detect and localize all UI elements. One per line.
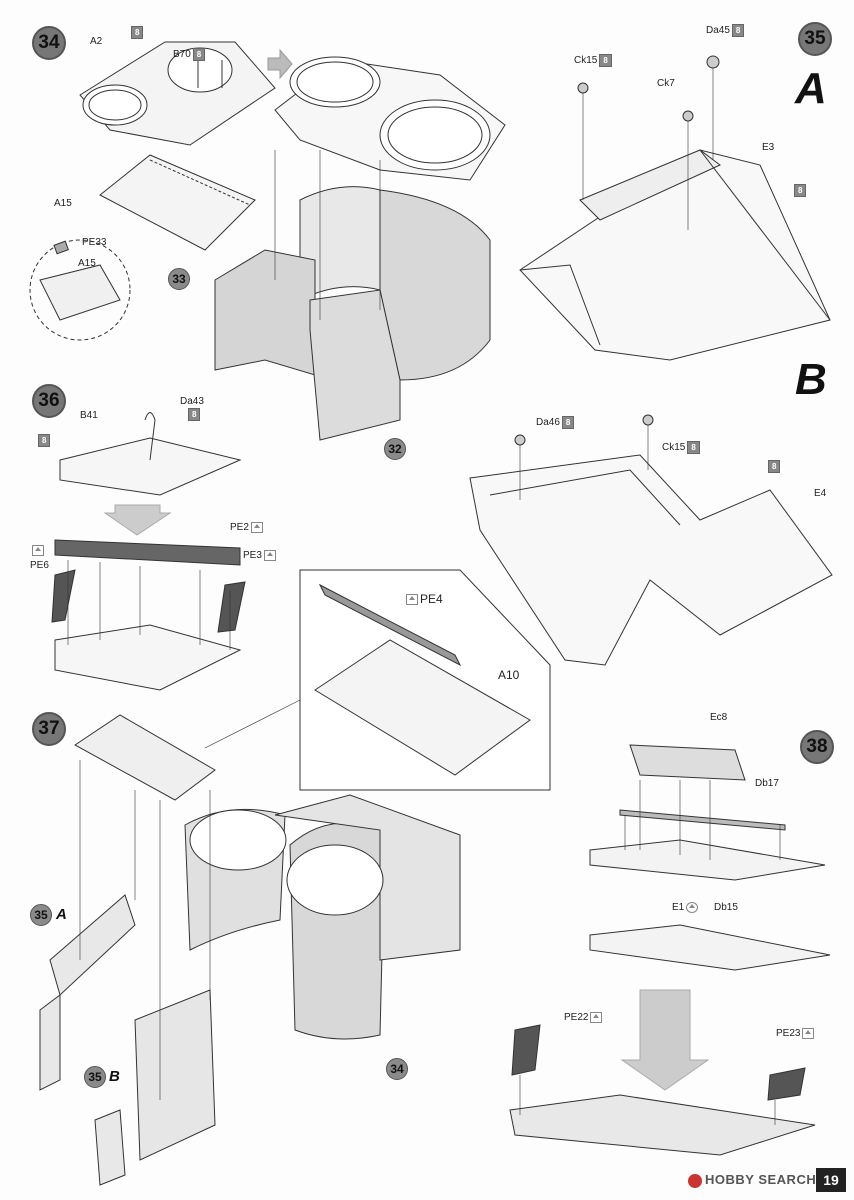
part-a2-plate (79, 41, 276, 146)
assembly-arrow-icon (267, 48, 293, 80)
label-e4: E4 (814, 488, 827, 499)
part-pe3 (217, 581, 246, 633)
ref-step-33: 33 (168, 268, 190, 290)
paint-chip-a2: 8 (129, 26, 144, 39)
photo-etch-icon (263, 550, 276, 561)
part-pe6 (51, 569, 76, 623)
label-da43: Da43 (180, 396, 204, 407)
photo-etch-icon (406, 594, 418, 606)
part-e3-plate (519, 149, 831, 361)
section-b-label: B (795, 355, 827, 404)
page-number: 19 (816, 1168, 846, 1192)
label-pe2: PE2 (230, 522, 263, 533)
label-a10: A10 (498, 668, 520, 682)
label-pe23: PE23 (776, 1028, 815, 1039)
paint-chip-icon: 8 (192, 48, 206, 61)
label-db17: Db17 (755, 778, 779, 789)
label-pe4: PE4 (406, 592, 443, 606)
assembled-plate-36 (54, 624, 242, 691)
paint-chip-icon: 8 (561, 416, 575, 429)
paint-chip-icon: 8 (131, 26, 144, 39)
flip-icon (686, 902, 699, 913)
photo-etch-icon (802, 1028, 815, 1039)
step-number-37: 37 (32, 712, 66, 746)
paint-chip-da43: 8 (186, 408, 201, 421)
part-a10 (314, 639, 531, 776)
part-db15 (589, 924, 831, 971)
label-pe3: PE3 (243, 550, 276, 561)
photo-etch-icon (250, 522, 263, 533)
paint-chip-icon: 8 (731, 24, 745, 37)
paint-chip-b41: 8 (36, 434, 51, 447)
paint-chip-icon: 8 (768, 460, 781, 473)
hobby-search-logo-icon (688, 1173, 702, 1188)
paint-chip-icon: 8 (38, 434, 51, 447)
step38-assembly (509, 744, 831, 1156)
step-number-34: 34 (32, 26, 66, 60)
step-number-36: 36 (32, 384, 66, 418)
label-db15: Db15 (714, 902, 738, 913)
ref-step-34: 34 (386, 1058, 408, 1080)
assembly-arrow-icon (103, 504, 172, 536)
part-e4-plate (469, 454, 833, 666)
ref-step-35b: 35 (84, 1066, 106, 1088)
label-b41: B41 (80, 410, 98, 421)
paint-chip-icon: 8 (794, 184, 807, 197)
part-b41-plate (59, 412, 242, 496)
label-ck7: Ck7 (657, 78, 675, 89)
part-db17 (619, 809, 786, 831)
part-a15-plate (99, 154, 256, 251)
label-e1: E1 (672, 902, 699, 913)
watermark: HOBBY SEARCH (688, 1172, 816, 1188)
paint-chip-e3: 8 (792, 184, 807, 197)
photo-etch-icon (590, 1012, 603, 1023)
paint-chip-e4: 8 (766, 460, 781, 473)
label-a2: A2 (90, 36, 103, 47)
label-ec8: Ec8 (710, 712, 728, 723)
ref-step-32: 32 (384, 438, 406, 460)
turret-walls (214, 186, 491, 441)
part-e1 (589, 839, 826, 881)
part-pe4 (318, 583, 462, 667)
step-number-38: 38 (800, 730, 834, 764)
part-pe22 (511, 1024, 541, 1076)
assembly-arrow-icon (620, 989, 710, 1091)
ref-step-35a: 35 (30, 904, 52, 926)
label-pe33: PE33 (82, 237, 107, 248)
paint-chip-icon: 8 (188, 408, 201, 421)
sub-b-label: B (109, 1068, 120, 1085)
photo-etch-icon (32, 545, 44, 556)
part-pe2-strip (54, 539, 241, 566)
label-e3: E3 (762, 142, 775, 153)
photo-etch-pe6-icon (32, 545, 46, 556)
paint-chip-icon: 8 (599, 54, 612, 67)
part-pe23 (767, 1067, 806, 1101)
turret-shell-upper (274, 56, 506, 181)
label-a15: A15 (54, 198, 72, 209)
sub-a-label: A (56, 906, 67, 923)
hull-deck (509, 1094, 816, 1156)
label-pe6: PE6 (30, 560, 49, 571)
part-ec8 (629, 744, 746, 781)
paint-chip-icon: 8 (687, 441, 700, 454)
detail-circle (29, 239, 131, 341)
section-a-label: A (795, 64, 827, 113)
label-pe22: PE22 (564, 1012, 603, 1023)
label-a15-detail: A15 (78, 258, 96, 269)
step-number-35: 35 (798, 22, 832, 56)
